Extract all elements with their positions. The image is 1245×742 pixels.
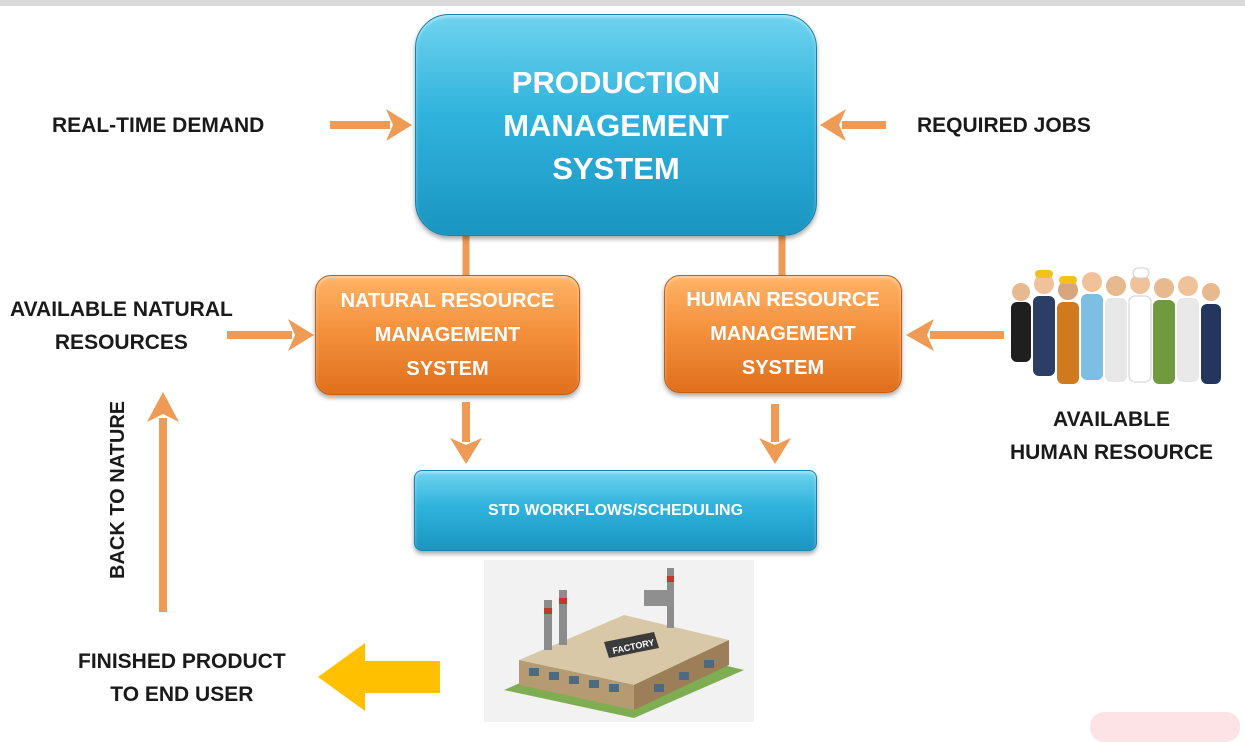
arrow-hrms-to-std [759, 404, 791, 464]
arrow-nrms-to-std [450, 402, 482, 464]
std-workflows-scheduling-box: STD WORKFLOWS/SCHEDULING [414, 470, 817, 551]
arrow-natural-resources [227, 319, 314, 351]
natural-resource-management-system-box: NATURAL RESOURCE MANAGEMENT SYSTEM [315, 275, 580, 395]
connectors-layer [147, 109, 1004, 711]
label-real-time-demand: REAL-TIME DEMAND [52, 114, 265, 137]
label-finished-product: FINISHED PRODUCT TO END USER [78, 650, 286, 706]
arrow-real-time-demand [330, 109, 412, 141]
label-back-to-nature: BACK TO NATURE [107, 400, 129, 579]
worker-figures [1011, 267, 1221, 384]
corner-badge [1090, 712, 1240, 742]
human-resource-management-system-box: HUMAN RESOURCE MANAGEMENT SYSTEM [664, 275, 902, 393]
arrow-finished-product [318, 643, 440, 711]
top-border [0, 0, 1245, 6]
arrow-required-jobs [820, 109, 886, 141]
label-required-jobs: REQUIRED JOBS [917, 114, 1091, 137]
arrow-human-resource [906, 319, 1004, 351]
production-management-system-box: PRODUCTION MANAGEMENT SYSTEM [415, 14, 817, 236]
factory-illustration: FACTORY [484, 560, 754, 722]
arrow-back-to-nature [147, 392, 179, 612]
label-available-natural-resources: AVAILABLE NATURAL RESOURCES [10, 298, 233, 354]
label-available-human-resource: AVAILABLE HUMAN RESOURCE [1010, 408, 1214, 464]
factory-windows [529, 660, 714, 692]
workers-group-illustration [1011, 267, 1221, 384]
